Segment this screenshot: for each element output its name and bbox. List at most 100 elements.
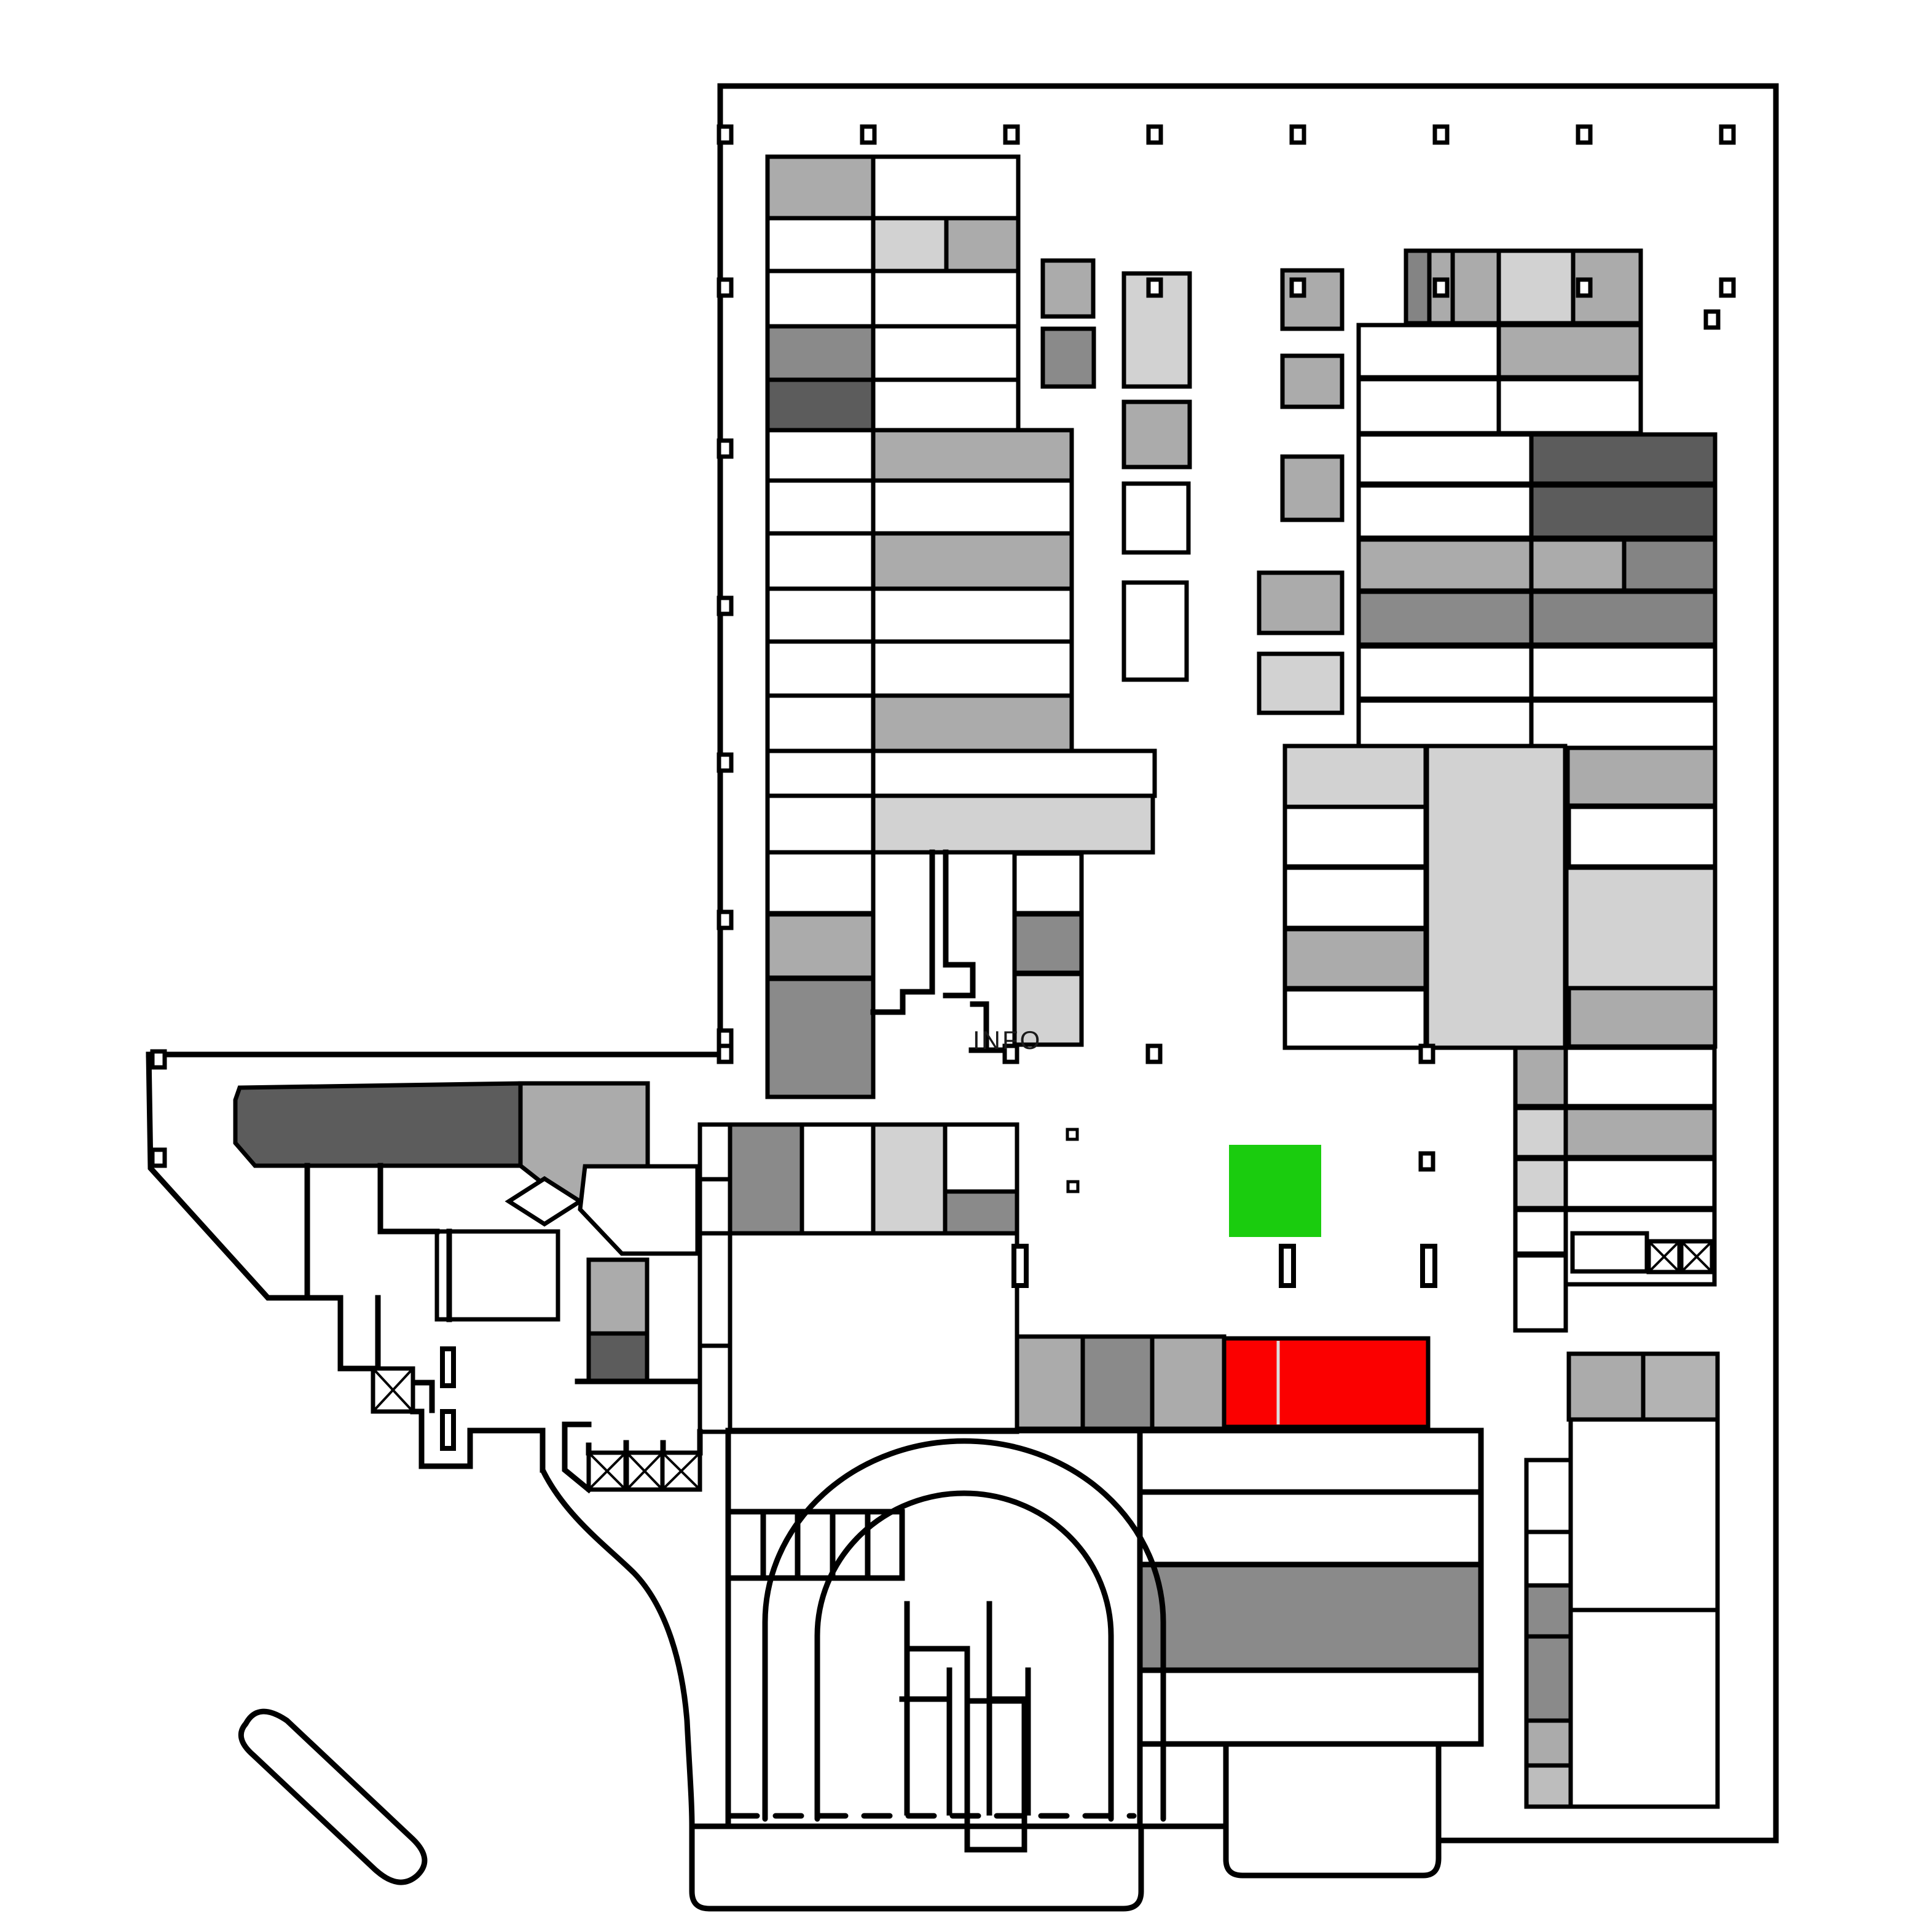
room[interactable] — [1524, 1530, 1573, 1588]
room[interactable] — [728, 1231, 1019, 1434]
room[interactable] — [1563, 1156, 1717, 1211]
room-polygon[interactable] — [233, 1081, 523, 1168]
room[interactable] — [1150, 1334, 1227, 1431]
room[interactable] — [1282, 927, 1428, 991]
room-polygon[interactable] — [578, 1164, 700, 1256]
room[interactable] — [765, 531, 876, 591]
room[interactable] — [1565, 745, 1718, 808]
room[interactable] — [1282, 865, 1428, 930]
room[interactable] — [871, 531, 1074, 591]
room[interactable] — [1496, 248, 1576, 326]
room[interactable] — [871, 216, 949, 273]
room[interactable] — [1121, 399, 1192, 469]
room[interactable] — [728, 1122, 804, 1236]
room[interactable] — [1529, 644, 1718, 701]
room[interactable] — [697, 1122, 732, 1182]
room[interactable] — [765, 154, 876, 221]
room[interactable] — [1566, 1351, 1646, 1422]
room[interactable] — [765, 693, 876, 753]
room[interactable] — [765, 377, 876, 433]
room[interactable] — [1566, 804, 1718, 869]
room[interactable] — [1524, 1458, 1573, 1534]
room[interactable] — [697, 1177, 732, 1236]
room[interactable] — [871, 639, 1074, 698]
room[interactable] — [765, 216, 876, 273]
room[interactable] — [1524, 1634, 1573, 1723]
room[interactable] — [871, 748, 1157, 798]
room[interactable] — [871, 1122, 948, 1236]
room[interactable] — [586, 1331, 650, 1384]
room[interactable] — [1356, 698, 1534, 753]
room[interactable] — [586, 1257, 650, 1336]
room[interactable] — [1496, 377, 1643, 436]
room[interactable] — [1257, 651, 1345, 715]
highlight-red-booth[interactable] — [1222, 1336, 1431, 1429]
room[interactable] — [1137, 1562, 1483, 1673]
room[interactable] — [871, 793, 1155, 855]
room[interactable] — [871, 377, 1021, 433]
room[interactable] — [1529, 483, 1718, 540]
room[interactable] — [871, 324, 1021, 382]
room[interactable] — [765, 428, 876, 483]
room[interactable] — [1513, 1208, 1568, 1256]
room[interactable] — [1012, 851, 1084, 916]
room[interactable] — [1424, 744, 1568, 1050]
room[interactable] — [1568, 1608, 1720, 1809]
room[interactable] — [1450, 248, 1501, 326]
room[interactable] — [1529, 432, 1718, 486]
room[interactable] — [943, 1122, 1019, 1194]
room[interactable] — [871, 269, 1021, 329]
room[interactable] — [1280, 454, 1345, 522]
room[interactable] — [1529, 537, 1627, 593]
room[interactable] — [765, 269, 876, 329]
room[interactable] — [1040, 258, 1096, 319]
room[interactable] — [1356, 644, 1534, 701]
room[interactable] — [1282, 744, 1428, 809]
room[interactable] — [1012, 972, 1084, 1047]
room[interactable] — [1356, 323, 1501, 380]
room[interactable] — [434, 1229, 560, 1322]
room[interactable] — [1282, 987, 1428, 1050]
room[interactable] — [1496, 323, 1643, 380]
room[interactable] — [765, 639, 876, 698]
room[interactable] — [1513, 1253, 1568, 1333]
room[interactable] — [765, 478, 876, 536]
room[interactable] — [697, 1343, 732, 1434]
room[interactable] — [1356, 483, 1534, 540]
room[interactable] — [1529, 589, 1718, 647]
room[interactable] — [871, 478, 1074, 536]
room[interactable] — [765, 748, 876, 798]
room-polygon[interactable] — [505, 1176, 584, 1227]
room[interactable] — [1080, 1334, 1155, 1431]
room[interactable] — [1356, 432, 1534, 486]
room[interactable] — [765, 976, 876, 1099]
room[interactable] — [1524, 1718, 1573, 1768]
room[interactable] — [1257, 570, 1345, 635]
room[interactable] — [1524, 1763, 1573, 1809]
room[interactable] — [1524, 1583, 1573, 1639]
room[interactable] — [1529, 698, 1718, 753]
room[interactable] — [1568, 1417, 1720, 1612]
room[interactable] — [1280, 353, 1345, 409]
room[interactable] — [1513, 1156, 1568, 1211]
room[interactable] — [765, 793, 876, 855]
room[interactable] — [1563, 1045, 1717, 1109]
room[interactable] — [1622, 537, 1718, 593]
room[interactable] — [944, 216, 1021, 273]
room[interactable] — [871, 428, 1074, 483]
room[interactable] — [1356, 537, 1534, 593]
room[interactable] — [1012, 912, 1084, 975]
room[interactable] — [799, 1122, 876, 1236]
highlight-green-booth[interactable] — [1229, 1145, 1321, 1237]
room[interactable] — [1564, 865, 1718, 991]
room[interactable] — [1121, 580, 1189, 682]
room[interactable] — [1566, 986, 1718, 1049]
room[interactable] — [1040, 326, 1096, 389]
room[interactable] — [765, 912, 876, 980]
room[interactable] — [1513, 1045, 1568, 1109]
room[interactable] — [871, 154, 1021, 221]
room[interactable] — [697, 1231, 732, 1348]
room[interactable] — [1282, 804, 1428, 869]
room[interactable] — [871, 693, 1074, 753]
room[interactable] — [1121, 481, 1191, 555]
